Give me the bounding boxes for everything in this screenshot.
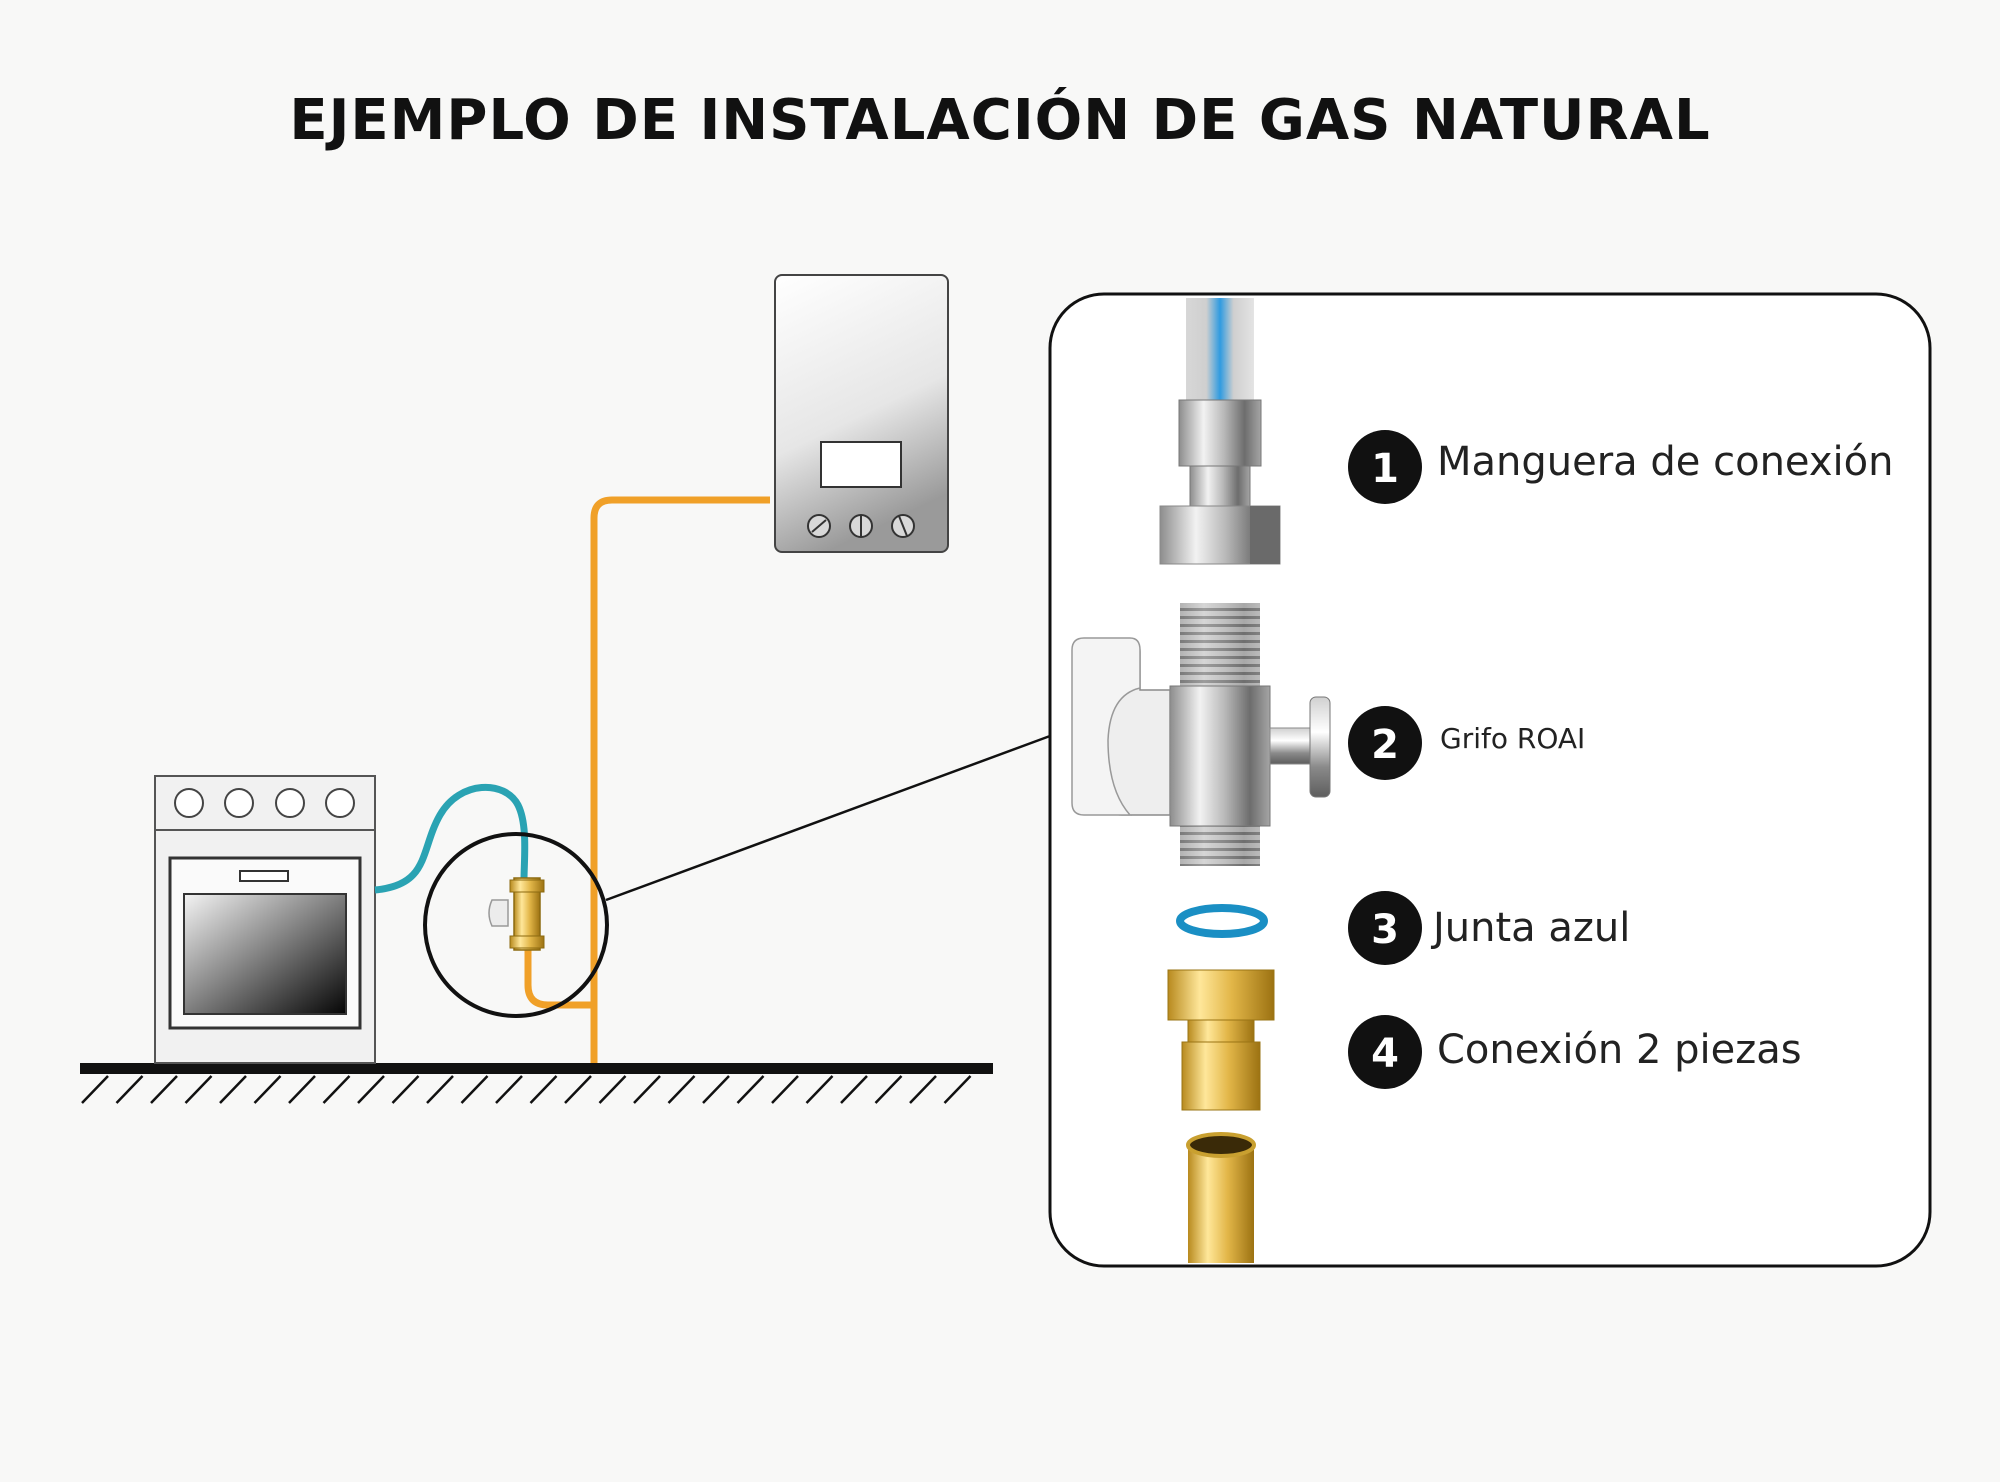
hose-icon [374, 783, 529, 894]
floor [80, 1063, 993, 1104]
oven-icon [154, 775, 376, 1064]
floor-hatch-line [805, 1075, 834, 1104]
part-badge-3: 3 [1348, 891, 1422, 965]
floor-hatch-line [529, 1075, 558, 1104]
part-label-3: Junta azul [1433, 905, 1631, 951]
magnifier-circle [423, 832, 609, 1018]
floor-hatch-line [253, 1075, 282, 1104]
floor-hatch-line [598, 1075, 627, 1104]
part-badge-1: 1 [1348, 430, 1422, 504]
part-number-4: 4 [1371, 1031, 1399, 1077]
floor-hatch-line [943, 1075, 972, 1104]
floor-hatch-line [874, 1075, 903, 1104]
copper-pipe-icon [1186, 1132, 1256, 1263]
floor-hatch-line [115, 1075, 144, 1104]
part-label-4: Conexión 2 piezas [1437, 1027, 1802, 1073]
floor-hatch-line [633, 1075, 661, 1104]
floor-hatch-line [150, 1075, 178, 1104]
diagram-title: EJEMPLO DE INSTALACIÓN DE GAS NATURAL [289, 88, 1711, 153]
floor-hatch-line [702, 1075, 730, 1104]
part-badge-2: 2 [1348, 706, 1422, 780]
part-label-2: Grifo ROAI [1440, 722, 1586, 755]
valve-icon [488, 877, 545, 951]
floor-hatch-line [840, 1075, 868, 1104]
brass-connector-icon [1167, 969, 1275, 1111]
floor-hatch-line [184, 1075, 213, 1104]
floor-hatch-line [909, 1075, 937, 1104]
floor-hatch-line [771, 1075, 799, 1104]
part-number-1: 1 [1371, 446, 1399, 492]
part-number-3: 3 [1371, 907, 1399, 953]
zoom-leader-line [605, 734, 1051, 902]
boiler-knobs [807, 514, 915, 538]
floor-hatch-line [391, 1075, 420, 1104]
gasket-icon [1176, 904, 1268, 938]
connection-hose-icon [1159, 298, 1281, 565]
part-label-1: Manguera de conexión [1437, 439, 1894, 485]
part-number-2: 2 [1371, 722, 1399, 768]
floor-hatch-line [460, 1075, 489, 1104]
floor-hatch-line [219, 1075, 247, 1104]
floor-hatch-line [426, 1075, 454, 1104]
floor-hatch-line [736, 1075, 765, 1104]
floor-hatch-line [288, 1075, 316, 1104]
boiler-icon [774, 274, 949, 553]
floor-hatch-line [564, 1075, 592, 1104]
floor-hatch-line [322, 1075, 351, 1104]
part-badge-4: 4 [1348, 1015, 1422, 1089]
floor-hatch-line [81, 1075, 109, 1104]
roai-valve-icon [1071, 603, 1331, 866]
gas-pipe [590, 496, 770, 1063]
gas-pipe-branch [524, 940, 594, 1009]
floor-hatch-line [357, 1075, 385, 1104]
floor-hatch-line [495, 1075, 523, 1104]
floor-hatch-line [667, 1075, 696, 1104]
